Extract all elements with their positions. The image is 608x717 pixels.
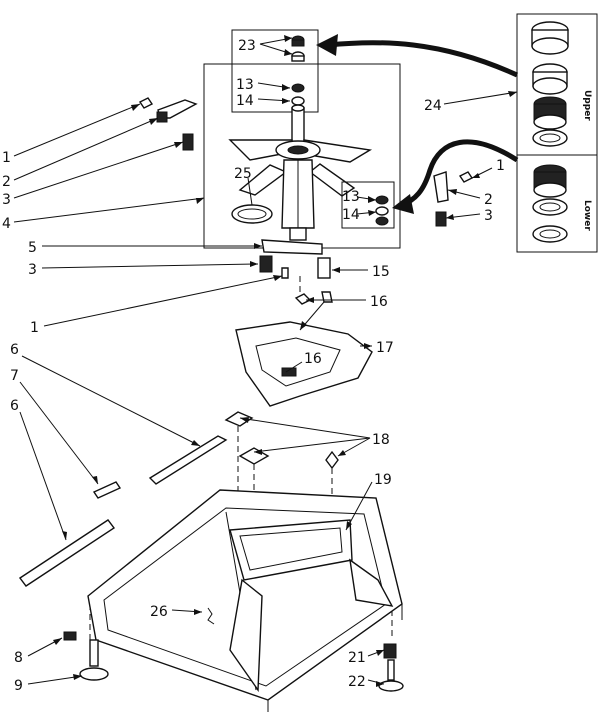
label-5: 5: [28, 240, 37, 256]
top-bearing-box: [231, 29, 319, 113]
label-6: 6: [10, 398, 19, 414]
label-8: 8: [14, 650, 23, 666]
base-frame: [87, 489, 403, 712]
label-22: 22: [348, 674, 366, 690]
leveling-feet: [63, 631, 404, 692]
label-14: 14: [342, 207, 360, 223]
label-6: 6: [10, 342, 19, 358]
side-rails: [18, 435, 228, 587]
kit-upper-label: Upper: [582, 90, 592, 121]
left-bracket-parts: [138, 97, 198, 151]
label-24: 24: [424, 98, 442, 114]
label-2: 2: [2, 174, 11, 190]
support-plate: [235, 321, 373, 407]
label-25: 25: [234, 166, 252, 182]
brace: [261, 239, 323, 255]
label-18: 18: [372, 432, 390, 448]
label-15: 15: [372, 264, 390, 280]
kit-arrows: [316, 34, 519, 214]
label-17: 17: [376, 340, 394, 356]
label-16: 16: [304, 351, 322, 367]
label-13: 13: [236, 77, 254, 93]
corner-supports: [224, 411, 339, 470]
label-9: 9: [14, 678, 23, 694]
callout-labels: 23 13 14 24 1 2 3 4 25 13 14 1 2 3 5 3 1…: [2, 38, 505, 694]
label-14: 14: [236, 93, 254, 109]
label-3: 3: [484, 208, 493, 224]
label-4: 4: [2, 216, 11, 232]
label-26: 26: [150, 604, 168, 620]
label-16: 16: [370, 294, 388, 310]
label-1: 1: [30, 320, 39, 336]
label-2: 2: [484, 192, 493, 208]
upper-bearing-set: [531, 21, 569, 147]
lower-bearing-set: [532, 164, 568, 243]
label-19: 19: [374, 472, 392, 488]
right-bracket-parts: [433, 171, 474, 227]
label-1: 1: [496, 158, 505, 174]
label-3: 3: [2, 192, 11, 208]
label-21: 21: [348, 650, 366, 666]
kit-lower-label: Lower: [582, 200, 592, 231]
label-13: 13: [342, 189, 360, 205]
label-23: 23: [238, 38, 256, 54]
label-1: 1: [2, 150, 11, 166]
leader-arrowheads: [53, 35, 517, 687]
label-7: 7: [10, 368, 19, 384]
label-3: 3: [28, 262, 37, 278]
hub-spider-assembly: [228, 104, 373, 241]
bearing-kit-box: Upper Lower: [516, 13, 598, 253]
